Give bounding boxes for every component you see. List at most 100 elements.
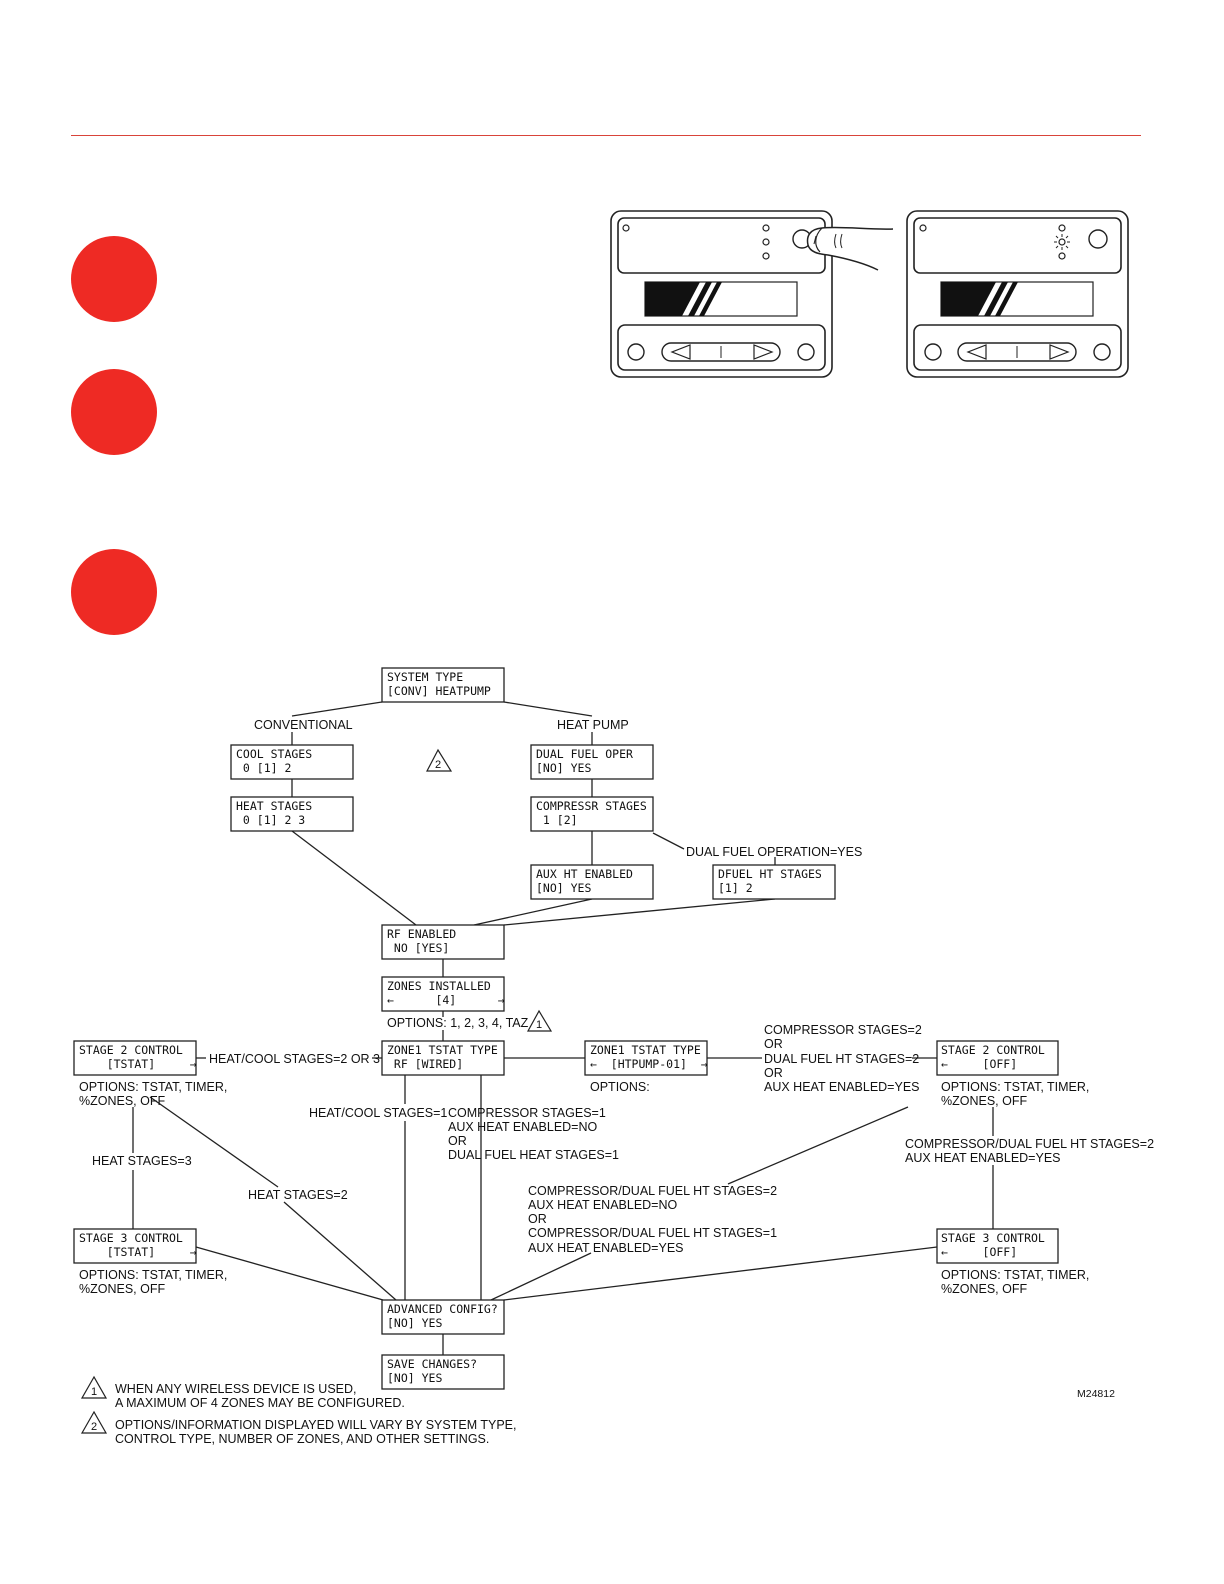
label-dual-fuel-yes: DUAL FUEL OPERATION=YES xyxy=(686,845,862,859)
box-save-changes: SAVE CHANGES? [NO] YES xyxy=(381,1354,505,1390)
footnotes: 1 WHEN ANY WIRELESS DEVICE IS USED, A MA… xyxy=(80,1375,1115,1446)
label-compressor-block: AUX HEAT ENABLED=NO xyxy=(448,1120,598,1134)
box-rf-enabled: RF ENABLED NO [YES] xyxy=(381,924,505,960)
box-line: COMPRESSR STAGES xyxy=(536,799,647,813)
box-line: ZONE1 TSTAT TYPE xyxy=(590,1043,701,1057)
box-line: HEAT STAGES xyxy=(236,799,312,813)
led-indicator xyxy=(1058,252,1066,260)
box-zone1-tstat-type-a: ZONE1 TSTAT TYPE RF [WIRED] xyxy=(381,1040,505,1076)
box-line: DFUEL HT STAGES xyxy=(718,867,822,881)
device-right xyxy=(906,210,1129,378)
label-compressor-stages-2: OR xyxy=(764,1037,783,1051)
note-ref-number: 2 xyxy=(435,759,441,771)
label-options-blank: OPTIONS: xyxy=(590,1080,650,1094)
label-zone-options: OPTIONS: 1, 2, 3, 4, TAZ xyxy=(387,1016,529,1030)
flowchart-boxes: SYSTEM TYPE [CONV] HEATPUMP COOL STAGES … xyxy=(73,667,1059,1390)
box-line: ZONES INSTALLED xyxy=(387,979,491,993)
box-line: NO [YES] xyxy=(387,941,449,955)
label-options: %ZONES, OFF xyxy=(941,1094,1027,1108)
box-line: RF ENABLED xyxy=(387,927,456,941)
step-bullet-1 xyxy=(71,236,157,322)
left-arrow-icon xyxy=(670,344,691,360)
box-line: [NO] YES xyxy=(387,1371,442,1385)
right-arrow-icon xyxy=(1049,344,1070,360)
box-line: [TSTAT] → xyxy=(79,1057,197,1071)
box-line: 1 [2] xyxy=(536,813,578,827)
flowchart-connectors xyxy=(132,701,994,1355)
label-compressor-stages-2: OR xyxy=(764,1066,783,1080)
note-number: 1 xyxy=(91,1386,97,1398)
pointing-finger-icon xyxy=(806,226,894,271)
box-cool-stages: COOL STAGES 0 [1] 2 xyxy=(230,744,354,780)
box-line: [NO] YES xyxy=(536,881,591,895)
note-text: A MAXIMUM OF 4 ZONES MAY BE CONFIGURED. xyxy=(115,1396,405,1410)
label-options: %ZONES, OFF xyxy=(79,1094,165,1108)
label-options: OPTIONS: TSTAT, TIMER, xyxy=(79,1268,227,1282)
box-line: [CONV] HEATPUMP xyxy=(387,684,491,698)
label-compressor-stages-2: COMPRESSOR STAGES=2 xyxy=(764,1023,922,1037)
note-text: OPTIONS/INFORMATION DISPLAYED WILL VARY … xyxy=(115,1418,516,1432)
box-stage2-control-right: STAGE 2 CONTROL ← [OFF] xyxy=(936,1040,1059,1076)
figure-id: M24812 xyxy=(1077,1388,1115,1400)
label-compressor-dual-mid: COMPRESSOR/DUAL FUEL HT STAGES=1 xyxy=(528,1226,777,1240)
box-stage2-control-left: STAGE 2 CONTROL [TSTAT] → xyxy=(73,1040,197,1076)
header-rule xyxy=(71,135,1141,136)
box-line: [NO] YES xyxy=(387,1316,442,1330)
label-compressor-block: DUAL FUEL HEAT STAGES=1 xyxy=(448,1148,619,1162)
label-conventional: CONVENTIONAL xyxy=(254,718,353,732)
label-options: OPTIONS: TSTAT, TIMER, xyxy=(941,1080,1089,1094)
label-compressor-dual-mid: OR xyxy=(528,1212,547,1226)
note-text: CONTROL TYPE, NUMBER OF ZONES, AND OTHER… xyxy=(115,1432,489,1446)
left-round-button[interactable] xyxy=(627,343,645,361)
note-ref-zones: 1 xyxy=(526,1009,553,1032)
box-line: ← [HTPUMP-01] → xyxy=(590,1057,708,1071)
box-line: STAGE 3 CONTROL xyxy=(79,1231,183,1245)
led-indicator xyxy=(1058,224,1066,232)
box-line: DUAL FUEL OPER xyxy=(536,747,633,761)
label-options: %ZONES, OFF xyxy=(79,1282,165,1296)
label-compressor-block: COMPRESSOR STAGES=1 xyxy=(448,1106,606,1120)
step-bullet-2 xyxy=(71,369,157,455)
label-heat-cool-2-or-3: HEAT/COOL STAGES=2 OR 3 xyxy=(209,1052,380,1066)
box-zone1-tstat-type-b: ZONE1 TSTAT TYPE ← [HTPUMP-01] → xyxy=(584,1040,708,1076)
note-ref-number: 1 xyxy=(536,1019,542,1031)
note-ref-center: 2 xyxy=(426,748,453,772)
label-options: OPTIONS: TSTAT, TIMER, xyxy=(941,1268,1089,1282)
box-line: STAGE 3 CONTROL xyxy=(941,1231,1045,1245)
step-bullet-3 xyxy=(71,549,157,635)
box-line: ← [OFF] xyxy=(941,1245,1017,1259)
footnote-2: 2 OPTIONS/INFORMATION DISPLAYED WILL VAR… xyxy=(80,1410,516,1446)
box-line: [NO] YES xyxy=(536,761,591,775)
label-compressor-dual-mid: COMPRESSOR/DUAL FUEL HT STAGES=2 xyxy=(528,1184,777,1198)
box-line: AUX HT ENABLED xyxy=(536,867,633,881)
left-round-button[interactable] xyxy=(924,343,942,361)
box-dual-fuel-oper: DUAL FUEL OPER [NO] YES xyxy=(530,744,654,780)
box-heat-stages: HEAT STAGES 0 [1] 2 3 xyxy=(230,796,354,832)
right-arrow-icon xyxy=(753,344,774,360)
label-compressor-stages-2: DUAL FUEL HT STAGES=2 xyxy=(764,1052,919,1066)
top-button[interactable] xyxy=(1088,229,1108,249)
led-indicator xyxy=(762,238,770,246)
label-options: OPTIONS: TSTAT, TIMER, xyxy=(79,1080,227,1094)
box-line: ← [4] → xyxy=(387,993,505,1007)
box-line: [1] 2 xyxy=(718,881,753,895)
label-compressor-dual-right: COMPRESSOR/DUAL FUEL HT STAGES=2 xyxy=(905,1137,1154,1151)
right-round-button[interactable] xyxy=(797,343,815,361)
device-left xyxy=(610,210,894,378)
label-options: %ZONES, OFF xyxy=(941,1282,1027,1296)
note-number: 2 xyxy=(91,1421,97,1433)
box-line: ← [OFF] xyxy=(941,1057,1017,1071)
sun-led-icon xyxy=(1054,234,1070,250)
box-compressr-stages: COMPRESSR STAGES 1 [2] xyxy=(530,796,654,832)
label-compressor-stages-2: AUX HEAT ENABLED=YES xyxy=(764,1080,920,1094)
flowchart-labels: CONVENTIONAL HEAT PUMP DUAL FUEL OPERATI… xyxy=(79,718,1154,1296)
box-advanced-config: ADVANCED CONFIG? [NO] YES xyxy=(381,1299,505,1335)
right-round-button[interactable] xyxy=(1093,343,1111,361)
box-line: ZONE1 TSTAT TYPE xyxy=(387,1043,498,1057)
note-text: WHEN ANY WIRELESS DEVICE IS USED, xyxy=(115,1382,357,1396)
box-system-type: SYSTEM TYPE [CONV] HEATPUMP xyxy=(381,667,505,703)
box-stage3-control-right: STAGE 3 CONTROL ← [OFF] xyxy=(936,1228,1059,1264)
box-line: 0 [1] 2 3 xyxy=(236,813,305,827)
